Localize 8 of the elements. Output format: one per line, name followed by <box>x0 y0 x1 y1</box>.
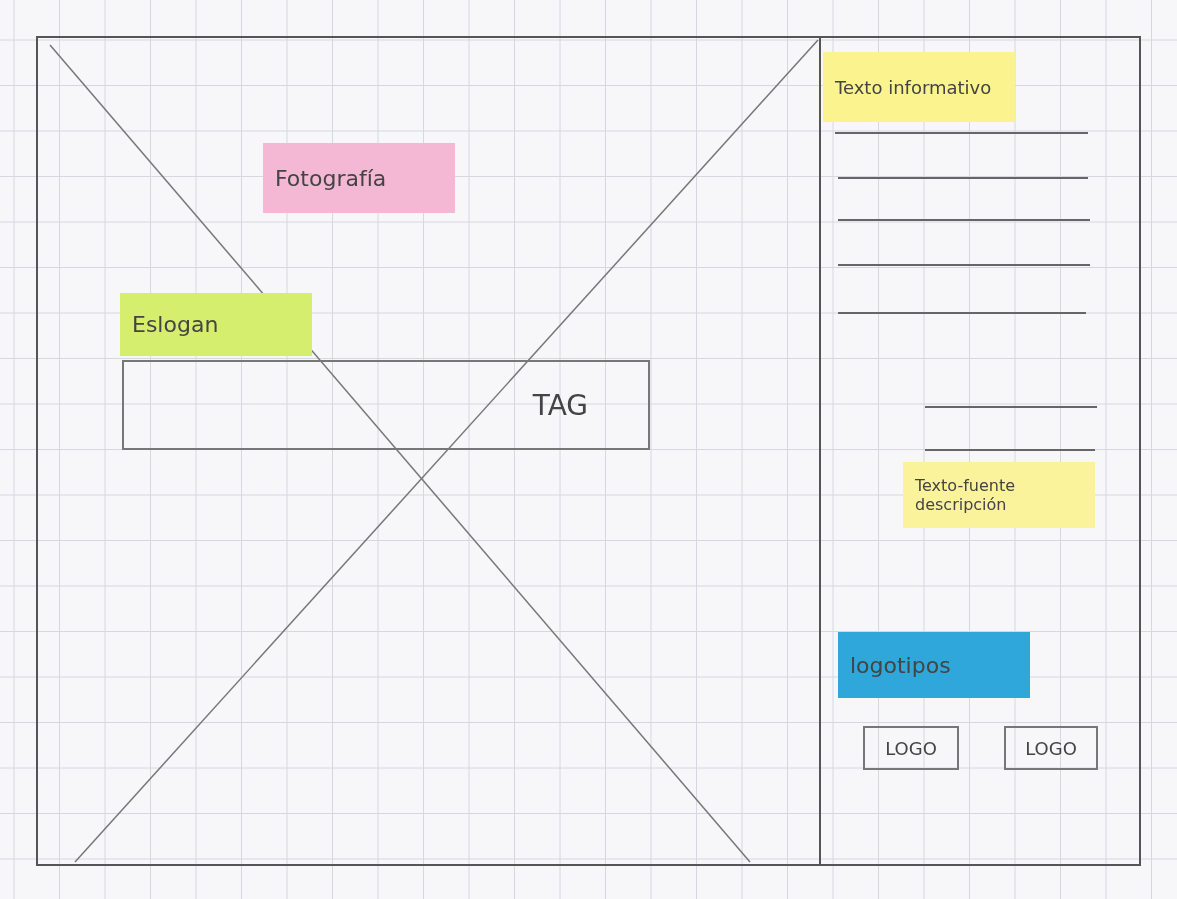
sticky-note: Eslogan <box>120 293 312 356</box>
sticky-note: logotipos <box>838 632 1030 698</box>
tag-field: TAG <box>122 360 650 450</box>
sticky-note: Texto informativo <box>823 52 1015 122</box>
placeholder-field: LOGO <box>1004 726 1098 770</box>
sticky-note: Fotografía <box>263 143 455 213</box>
sticky-note: Texto-fuente descripción <box>903 462 1095 528</box>
placeholder-field: LOGO <box>863 726 959 770</box>
